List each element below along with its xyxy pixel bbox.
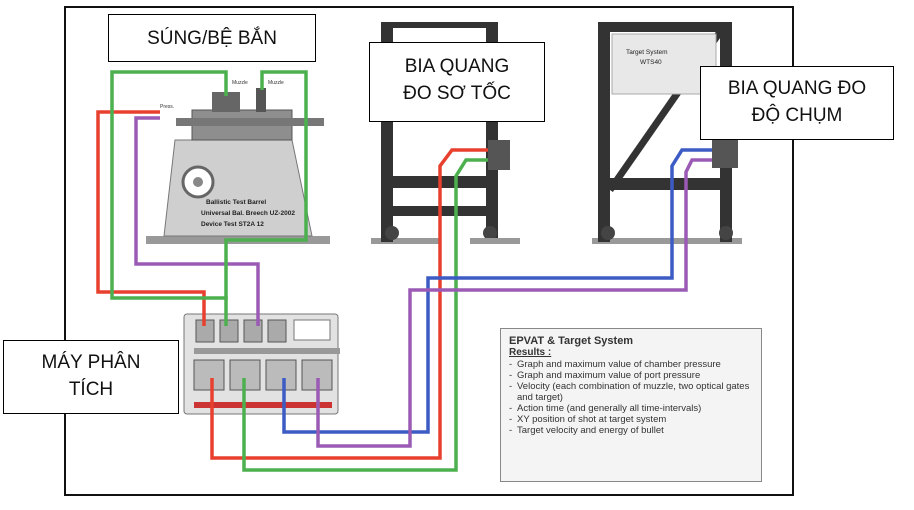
breech-top xyxy=(212,92,240,112)
tag-muzzle-1: Muzzle xyxy=(232,80,248,86)
results-item: Graph and maximum value of chamber press… xyxy=(509,359,753,370)
label-velocity-line2: ĐO SƠ TỐC xyxy=(403,83,511,104)
label-grouping-line1: BIA QUANG ĐO xyxy=(727,78,867,99)
target-sensor xyxy=(712,140,738,168)
wire-purple-target xyxy=(316,158,712,448)
diagram-frame xyxy=(64,6,794,496)
wire-green-gate xyxy=(242,158,488,472)
wire-green-muzzle1 xyxy=(110,70,228,326)
bench-text-3: Device Test ST2A 12 xyxy=(201,221,264,228)
connection-wires xyxy=(96,70,712,472)
bench-text-2: Universal Bal. Breech UZ-2002 xyxy=(201,210,295,217)
label-analyzer-line1: MÁY PHÂN xyxy=(41,352,141,373)
wire-purple-muzzle xyxy=(134,116,260,326)
label-grouping-target: BIA QUANG ĐO ĐỘ CHỤM xyxy=(700,66,894,140)
bench-text-1: Ballistic Test Barrel xyxy=(206,199,266,206)
tag-muzzle-2: Muzzle xyxy=(268,80,284,86)
target-system-label-1: Target System xyxy=(626,49,668,56)
barrel xyxy=(176,118,324,126)
results-item: XY position of shot at target system xyxy=(509,414,753,425)
results-box: EPVAT & Target System Results : Graph an… xyxy=(500,328,762,482)
label-grouping-line2: ĐỘ CHỤM xyxy=(751,105,843,126)
label-velocity-target: BIA QUANG ĐO SƠ TỐC xyxy=(369,42,545,122)
label-analyzer-line2: TÍCH xyxy=(68,379,114,400)
wire-blue-target xyxy=(282,148,712,434)
results-subtitle: Results : xyxy=(509,347,552,358)
label-gun-mount-text: SÚNG/BỆ BẮN xyxy=(147,28,277,49)
target-stand-2: Target System WTS40 xyxy=(592,22,742,244)
label-analyzer: MÁY PHÂN TÍCH xyxy=(3,340,179,414)
results-item: Action time (and generally all time-inte… xyxy=(509,403,753,414)
target-system-label-2: WTS40 xyxy=(640,59,662,66)
results-list: Graph and maximum value of chamber press… xyxy=(509,359,753,436)
analyzer-unit xyxy=(183,313,340,415)
label-gun-mount: SÚNG/BỆ BẮN xyxy=(108,14,316,62)
bench-wheel-hub xyxy=(193,177,203,187)
results-title: EPVAT & Target System xyxy=(509,335,634,347)
label-velocity-line1: BIA QUANG xyxy=(404,56,510,77)
sensor-post xyxy=(256,88,266,112)
wire-red-gate xyxy=(210,148,488,460)
results-item: Target velocity and energy of bullet xyxy=(509,425,753,436)
wire-green-muzzle2 xyxy=(224,70,308,300)
tag-pressure: Press. xyxy=(160,104,174,110)
results-item: Graph and maximum value of port pressure xyxy=(509,370,753,381)
wire-red-pressure xyxy=(96,110,206,326)
results-item: Velocity (each combination of muzzle, tw… xyxy=(509,381,753,403)
test-bench: Ballistic Test Barrel Universal Bal. Bre… xyxy=(146,80,330,244)
optical-gate-sensor xyxy=(488,140,510,170)
